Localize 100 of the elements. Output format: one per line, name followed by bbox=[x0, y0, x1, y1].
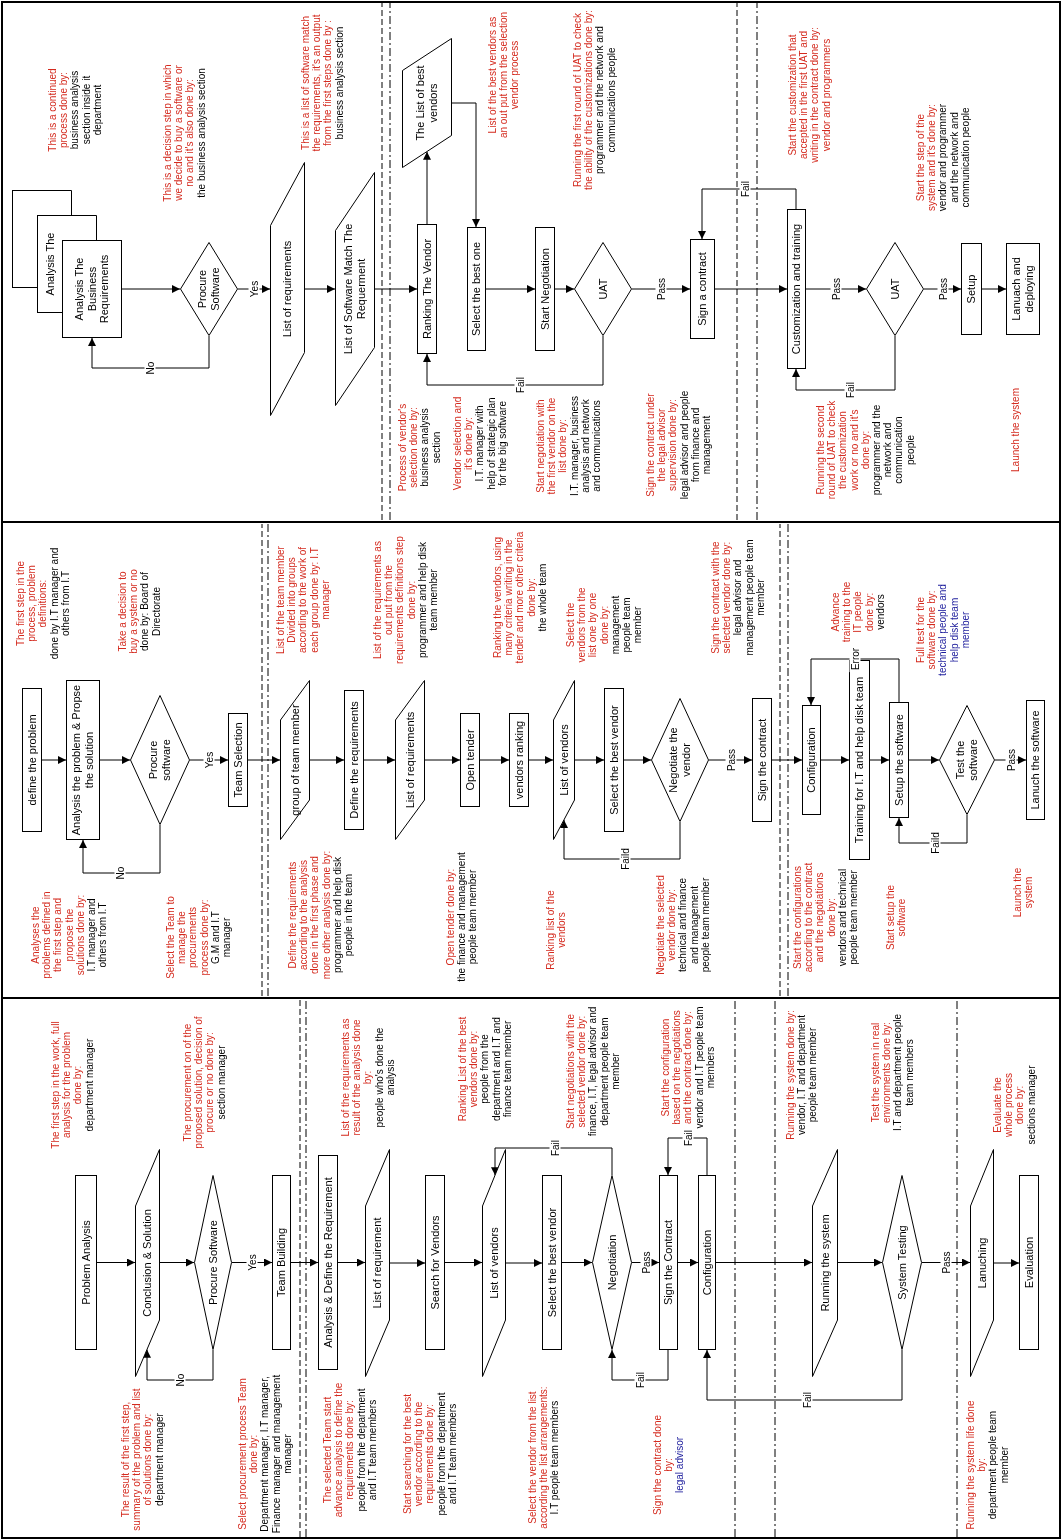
annotation-text: people from the department and I.T and finance team member bbox=[479, 1016, 513, 1123]
annotation-text: Start negotiations with the selected vendor done by: bbox=[565, 1012, 588, 1132]
data-parallelogram: Lanuching bbox=[970, 1149, 994, 1377]
data-parallelogram: List of requirements bbox=[270, 162, 305, 416]
decision-diamond: Negotiate the vendor bbox=[651, 698, 709, 822]
process-box bbox=[12, 190, 37, 288]
flow-arrow bbox=[389, 1259, 426, 1267]
annotation-text: This is a decision step in which we decide to buy a software or no and it's also done by: bbox=[162, 63, 196, 203]
annotation-text: department manager bbox=[153, 1412, 165, 1508]
process-box: Sign a contract bbox=[690, 239, 715, 339]
edge-label: No bbox=[114, 864, 126, 882]
decision-diamond: Test the software bbox=[939, 705, 995, 815]
annotation-text: Launch the system bbox=[1012, 866, 1035, 920]
annotation-text: technical and finance and management people team member bbox=[677, 876, 711, 975]
flow-arrow bbox=[714, 285, 788, 293]
process-box: define the problem bbox=[22, 688, 42, 832]
annotation-text: Running the first round of UAT to check the ability of the customizations done by: bbox=[572, 8, 595, 193]
annotation-text: Vendor selection and it's done by: bbox=[452, 395, 475, 492]
annotation-text: I.T and department people team members bbox=[892, 1012, 915, 1134]
flow-arrow bbox=[837, 1258, 883, 1267]
annotation-text: done by: Board of Directorate bbox=[139, 571, 162, 651]
process-box: Problem Analysis bbox=[75, 1175, 97, 1350]
edge-label: Error bbox=[849, 645, 861, 673]
data-parallelogram: Conclusion & Solution bbox=[135, 1149, 160, 1377]
annotation-text: programmer and help disk team member bbox=[416, 540, 440, 661]
process-box: Analysis the problem & Propse the solution bbox=[66, 680, 100, 840]
annotation-text: people from the department and I.T team members bbox=[435, 1391, 458, 1518]
annotation-text: programmer and the network and communication people bbox=[870, 403, 916, 498]
annotation-text: The selected Team start advance analysis to define the requirements done by: bbox=[322, 1381, 356, 1520]
flow-arrow bbox=[574, 756, 605, 764]
flow-arrow bbox=[451, 102, 480, 228]
flow-arrow bbox=[677, 1258, 699, 1267]
annotation-text: Start the configuration based on the negotiations and the contract done by: bbox=[660, 1009, 694, 1127]
annotation-text: Start the step of the system and it's done by: bbox=[915, 103, 938, 213]
flow-arrow bbox=[424, 756, 461, 764]
flow-arrow bbox=[374, 285, 418, 293]
edge-label: No bbox=[174, 1371, 186, 1389]
flow-arrow bbox=[771, 756, 803, 764]
edge-label: Fail bbox=[844, 379, 856, 401]
annotation-text: Department manager, I.T manager, Finance manager and management manager bbox=[259, 1374, 293, 1534]
annotation-text: department manager bbox=[83, 1037, 95, 1134]
edge-label: Yes bbox=[248, 278, 260, 300]
edge-label: Fail bbox=[634, 1369, 646, 1391]
annotation-text: finance, I.T, legal advisor and department people team member bbox=[587, 1005, 621, 1139]
annotation-text: List of the requirements as result of the analysis done by: bbox=[340, 1017, 374, 1139]
flow-arrow bbox=[96, 1258, 136, 1267]
flow-arrow bbox=[664, 1137, 708, 1176]
flow-arrow bbox=[869, 756, 890, 764]
edge-label: No bbox=[144, 359, 156, 377]
annotation-text: people who's done the analysis bbox=[373, 1026, 396, 1130]
edge-label: Faild bbox=[929, 830, 941, 856]
annotation-text: business analysis section inside it department bbox=[69, 69, 103, 152]
flow-arrow bbox=[309, 756, 345, 764]
flow-arrow bbox=[807, 658, 900, 706]
annotation-text: vendor and I.T people team members bbox=[693, 1005, 716, 1130]
flow-arrow bbox=[121, 285, 181, 293]
flow-arrow bbox=[304, 285, 336, 293]
decision-diamond: Negotiation bbox=[592, 1175, 632, 1350]
flow-arrow bbox=[820, 756, 850, 764]
process-box: Configuration bbox=[802, 705, 821, 815]
process-box: Sign the Contract bbox=[659, 1175, 678, 1350]
annotation-text: List of the team member Divided into groups according to the work of each group done by: I.T manager bbox=[275, 545, 331, 656]
edge-label: Fail bbox=[739, 178, 751, 200]
flow-arrow bbox=[423, 151, 431, 225]
flow-arrow bbox=[485, 285, 536, 293]
flow-arrow bbox=[608, 1349, 669, 1381]
edge-label: Pass bbox=[830, 275, 842, 303]
data-parallelogram: The List of best vendors bbox=[402, 38, 452, 168]
flow-arrow bbox=[908, 756, 940, 764]
flow-arrow bbox=[99, 756, 131, 764]
annotation-text: section manager bbox=[215, 1044, 227, 1122]
edge-label: Fail bbox=[549, 1137, 561, 1159]
edge-label: Pass bbox=[937, 275, 948, 303]
annotation-text: business analysis section bbox=[419, 407, 442, 489]
annotation-text: the finance and management people team member bbox=[456, 852, 479, 982]
annotation-text: This is a list of software match the requirements, it's an output from the first steps done by : bbox=[300, 13, 334, 154]
flow-arrow bbox=[423, 335, 604, 386]
process-box: Setup the software bbox=[889, 702, 909, 818]
flow-arrow bbox=[189, 756, 229, 764]
annotation-text: vendors bbox=[874, 594, 886, 632]
annotation-text: business analysis section bbox=[333, 25, 345, 142]
flow-arrow bbox=[290, 1258, 319, 1267]
decision-diamond: Procure Software bbox=[194, 1175, 232, 1350]
flow-arrow bbox=[698, 188, 797, 240]
edge-label: Yes bbox=[203, 749, 215, 771]
annotation-text: Open tender done by: bbox=[445, 868, 457, 968]
annotation-text: Analyses the problems defined in the first step and propose the solutions done by: bbox=[30, 890, 86, 980]
data-parallelogram: List of vendors bbox=[482, 1149, 506, 1377]
process-box: Ranking The Vendor bbox=[417, 224, 437, 354]
flow-arrow bbox=[981, 285, 1007, 293]
annotation-text: Running the second round of UAT to check the customization work or no and it's done by: bbox=[815, 400, 871, 500]
process-box: Analysis The Business Requirements bbox=[62, 240, 122, 338]
annotation-text: The first step in the process, problem definitions: bbox=[15, 560, 49, 649]
flow-arrow bbox=[528, 756, 554, 764]
data-parallelogram: Running the system bbox=[812, 1149, 838, 1377]
process-box: Define the requirements bbox=[344, 690, 364, 830]
flow-arrow bbox=[231, 1258, 273, 1267]
process-box: Open tender bbox=[460, 713, 480, 807]
annotation-text: I.T. manager with help of strategic plan for the big software bbox=[474, 396, 508, 492]
process-box: vendors ranking bbox=[509, 713, 529, 807]
